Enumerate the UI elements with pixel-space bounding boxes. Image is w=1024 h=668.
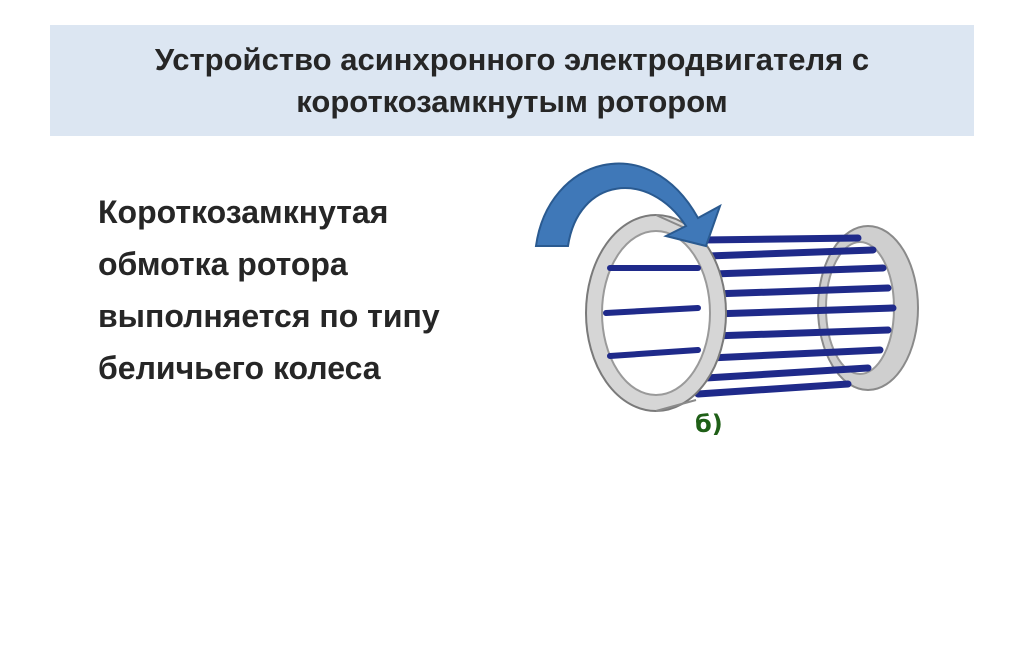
title-line-2: короткозамкнутым ротором (296, 83, 728, 119)
inner-bars (603, 265, 701, 359)
slide-title: Устройство асинхронного электродвигателя… (155, 39, 869, 123)
title-bar: Устройство асинхронного электродвигателя… (50, 25, 974, 136)
squirrel-cage-figure (528, 138, 928, 458)
body-line-1: Короткозамкнутая (98, 194, 389, 230)
squirrel-cage-rotor-image (534, 162, 919, 412)
body-line-2: обмотка ротора (98, 246, 348, 282)
body-line-4: беличьего колеса (98, 350, 381, 386)
title-line-1: Устройство асинхронного электродвигателя… (154, 41, 870, 77)
figure-caption: б) (695, 410, 723, 438)
curved-arrow-icon (534, 162, 722, 248)
body-text: Короткозамкнутая обмотка ротора выполняе… (98, 186, 528, 394)
body-line-3: выполняется по типу (98, 298, 440, 334)
